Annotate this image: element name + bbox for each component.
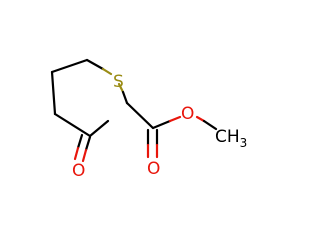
bond-c3-c2 [53, 112, 92, 138]
bond-s-c1-dark [121, 90, 129, 105]
bond-o-methyl-red [195, 115, 206, 123]
ketone-oxygen-label: O [72, 161, 85, 181]
bond-ketone-a-dark [76, 133, 84, 150]
methyl-main: CH [215, 127, 240, 147]
bond-c1-ester-carbon [125, 101, 155, 130]
molecule-diagram: S O O O CH3 [50, 58, 247, 181]
structure-svg: S O O O CH3 [50, 58, 247, 181]
carbonyl-oxygen-label: O [147, 159, 160, 179]
bond-ketone-b-red [81, 148, 88, 163]
sulfur-atom-label: S [113, 72, 124, 92]
bond-ketone-b-dark [84, 135, 92, 152]
ester-oxygen-label: O [181, 104, 194, 124]
bond-c5-c4 [50, 58, 89, 74]
bond-c5-s-light [101, 67, 113, 76]
bond-c5-s-dark [85, 58, 105, 71]
bond-c2-c1 [88, 119, 110, 138]
methyl-subscript: 3 [240, 136, 248, 150]
bond-ester-c-o-red [168, 115, 182, 123]
bond-ketone-a-red [73, 146, 80, 161]
bond-s-c1-light [117, 82, 125, 94]
bond-ester-c-o-dark [151, 119, 172, 130]
methyl-label: CH3 [215, 127, 247, 150]
bond-o-methyl-dark [202, 119, 218, 131]
bond-c4-c3 [50, 70, 57, 116]
